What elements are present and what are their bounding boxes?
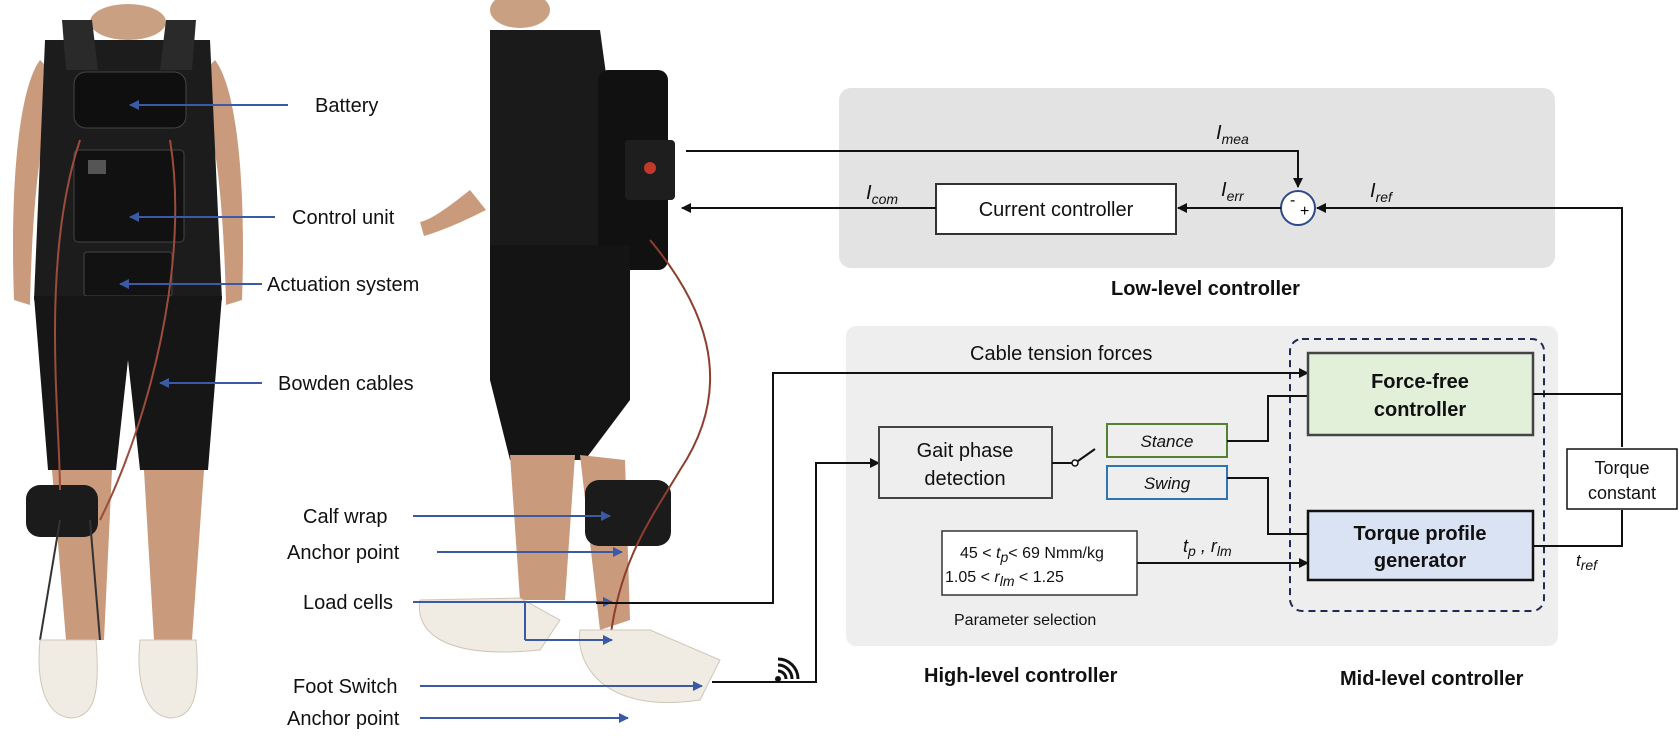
profile-output-line: [1533, 510, 1623, 547]
param-row1: 45 < tp< 69 Nmm/kg: [960, 545, 1104, 565]
photo-labels: Battery Control unit Actuation system Bo…: [267, 95, 419, 730]
parameter-selection-label: Parameter selection: [954, 612, 1096, 629]
label-calf-wrap: Calf wrap: [303, 506, 387, 528]
imea-signal-line: [686, 150, 1303, 188]
torque-profile-generator-block: [1306, 509, 1535, 582]
wireless-signal-icon: [775, 657, 800, 682]
force-free-line2: controller: [1374, 399, 1466, 421]
swing-block: [1106, 465, 1228, 500]
photo-pointer-arrows: [119, 100, 703, 723]
label-battery: Battery: [315, 95, 378, 117]
exosuit-side-view-photo: [418, 0, 721, 703]
stance-block: [1106, 423, 1228, 458]
gait-phase-block: [878, 426, 1053, 499]
torque-constant-line2: constant: [1588, 483, 1656, 503]
high-level-title: High-level controller: [924, 665, 1118, 687]
i-mea-label: Imea: [1216, 122, 1249, 147]
mid-level-title: Mid-level controller: [1340, 668, 1524, 690]
current-controller-label: Current controller: [979, 199, 1134, 221]
current-controller-block: [935, 183, 1177, 235]
torque-constant-line1: Torque: [1594, 458, 1649, 478]
cable-tension-label: Cable tension forces: [970, 343, 1152, 365]
label-anchor-point-upper: Anchor point: [287, 542, 400, 564]
cable-tension-line: [596, 368, 1309, 604]
label-load-cells: Load cells: [303, 592, 393, 614]
torque-profile-line1: Torque profile: [1354, 523, 1487, 545]
low-level-panel: [839, 88, 1555, 268]
sum-minus: -: [1290, 192, 1295, 209]
exosuit-back-view-photo: [13, 4, 243, 719]
foot-switch-signal-line: [712, 458, 880, 683]
torque-profile-line2: generator: [1374, 550, 1466, 572]
t-ref-label: tref: [1576, 551, 1599, 573]
low-level-title: Low-level controller: [1111, 278, 1300, 300]
gait-phase-line1: Gait phase: [917, 440, 1014, 462]
stance-to-forcefree-line: [1227, 395, 1308, 442]
i-ref-label: Iref: [1370, 180, 1394, 205]
stance-label: Stance: [1141, 432, 1194, 451]
label-bowden-cables: Bowden cables: [278, 373, 414, 395]
torque-constant-block: [1566, 448, 1678, 510]
summing-junction: [1280, 190, 1316, 226]
sum-plus: +: [1300, 203, 1309, 220]
force-free-line1: Force-free: [1371, 371, 1469, 393]
param-row2: 1.05 < rlm < 1.25: [945, 569, 1064, 589]
swing-to-profile-line: [1227, 477, 1308, 535]
mid-level-dashed-box: [1289, 338, 1545, 612]
iref-signal-line: [1316, 203, 1623, 447]
i-com-label: Icom: [866, 182, 898, 207]
force-free-controller-block: [1306, 351, 1535, 437]
tp-rlm-label: tp , rlm: [1183, 536, 1232, 559]
swing-label: Swing: [1144, 474, 1191, 493]
label-foot-switch: Foot Switch: [293, 676, 397, 698]
gait-phase-line2: detection: [924, 468, 1005, 490]
i-err-label: Ierr: [1221, 179, 1245, 204]
label-control-unit: Control unit: [292, 207, 395, 229]
phase-switch: [1052, 448, 1096, 467]
label-actuation-system: Actuation system: [267, 274, 419, 296]
label-anchor-point-lower: Anchor point: [287, 708, 400, 730]
